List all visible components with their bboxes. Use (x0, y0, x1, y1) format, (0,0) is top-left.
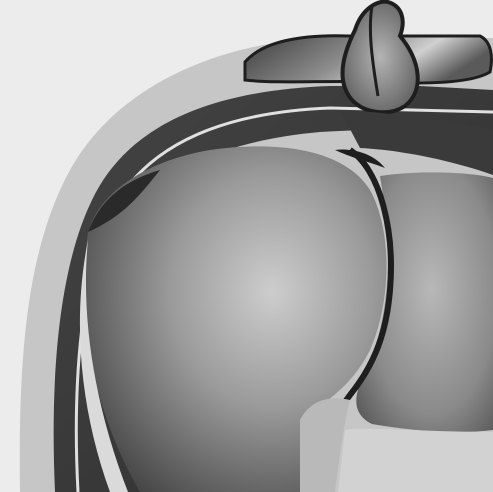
axillary-recess (338, 429, 493, 492)
